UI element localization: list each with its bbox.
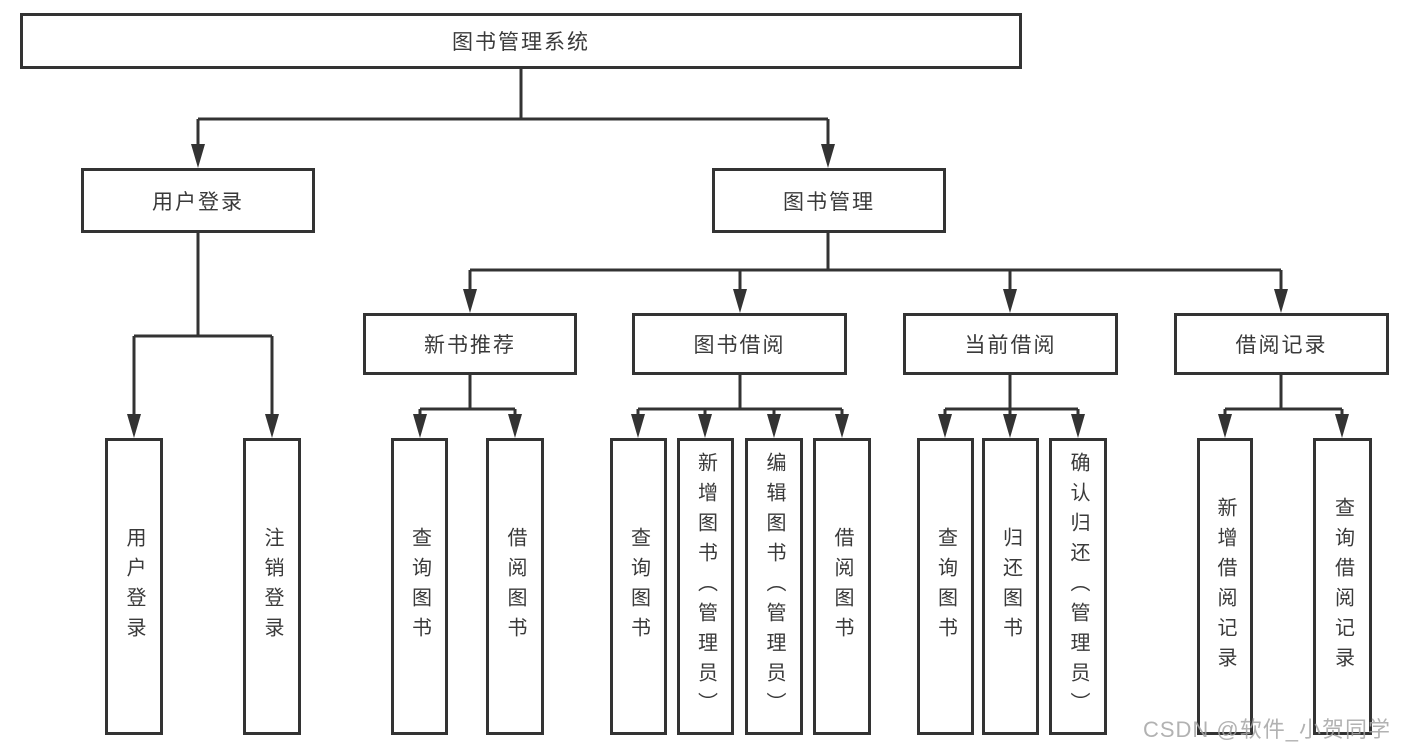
node-label: 查询借阅记录 [1331, 496, 1354, 677]
leaf-add-borrow-record: 新增借阅记录 [1197, 438, 1253, 735]
node-label: 用户登录 [123, 526, 145, 647]
node-label: 查询图书 [408, 526, 431, 647]
leaf-query-borrow-record: 查询借阅记录 [1313, 438, 1372, 735]
node-label: 确认归还（管理员） [1067, 451, 1089, 722]
node-label: 注销登录 [261, 526, 283, 647]
node-label: 新增图书（管理员） [694, 451, 717, 722]
node-label: 图书借阅 [693, 334, 786, 357]
leaf-confirm-return-admin: 确认归还（管理员） [1049, 438, 1107, 735]
leaf-add-books-admin: 新增图书（管理员） [677, 438, 734, 735]
node-label: 图书管理系统 [452, 31, 590, 54]
leaf-edit-books-admin: 编辑图书（管理员） [745, 438, 803, 735]
node-label: 查询图书 [934, 526, 957, 647]
node-new-book-recommend: 新书推荐 [363, 313, 577, 375]
leaf-borrow-books-2: 借阅图书 [813, 438, 871, 735]
node-label: 用户登录 [152, 190, 244, 214]
leaf-borrow-books-1: 借阅图书 [486, 438, 544, 735]
node-user-login: 用户登录 [81, 168, 315, 233]
node-book-borrowing: 图书借阅 [632, 313, 847, 375]
leaf-logout: 注销登录 [243, 438, 301, 735]
node-label: 借阅记录 [1235, 334, 1328, 357]
node-label: 查询图书 [627, 526, 650, 647]
leaf-query-books-3: 查询图书 [917, 438, 974, 735]
arrowhead-icons [127, 144, 1349, 438]
node-label: 新书推荐 [424, 334, 516, 357]
node-label: 借阅图书 [504, 526, 526, 647]
leaf-query-books-1: 查询图书 [391, 438, 448, 735]
leaf-user-login: 用户登录 [105, 438, 163, 735]
node-label: 图书管理 [783, 190, 875, 214]
leaf-return-books: 归还图书 [982, 438, 1039, 735]
node-book-management: 图书管理 [712, 168, 946, 233]
node-label: 编辑图书（管理员） [763, 451, 785, 722]
node-library-management-system: 图书管理系统 [20, 13, 1022, 69]
node-label: 新增借阅记录 [1214, 496, 1236, 677]
node-label: 借阅图书 [831, 526, 853, 647]
node-borrowing-records: 借阅记录 [1174, 313, 1389, 375]
node-label: 当前借阅 [964, 334, 1057, 357]
leaf-query-books-2: 查询图书 [610, 438, 667, 735]
node-label: 归还图书 [999, 526, 1022, 647]
node-current-borrowing: 当前借阅 [903, 313, 1118, 375]
